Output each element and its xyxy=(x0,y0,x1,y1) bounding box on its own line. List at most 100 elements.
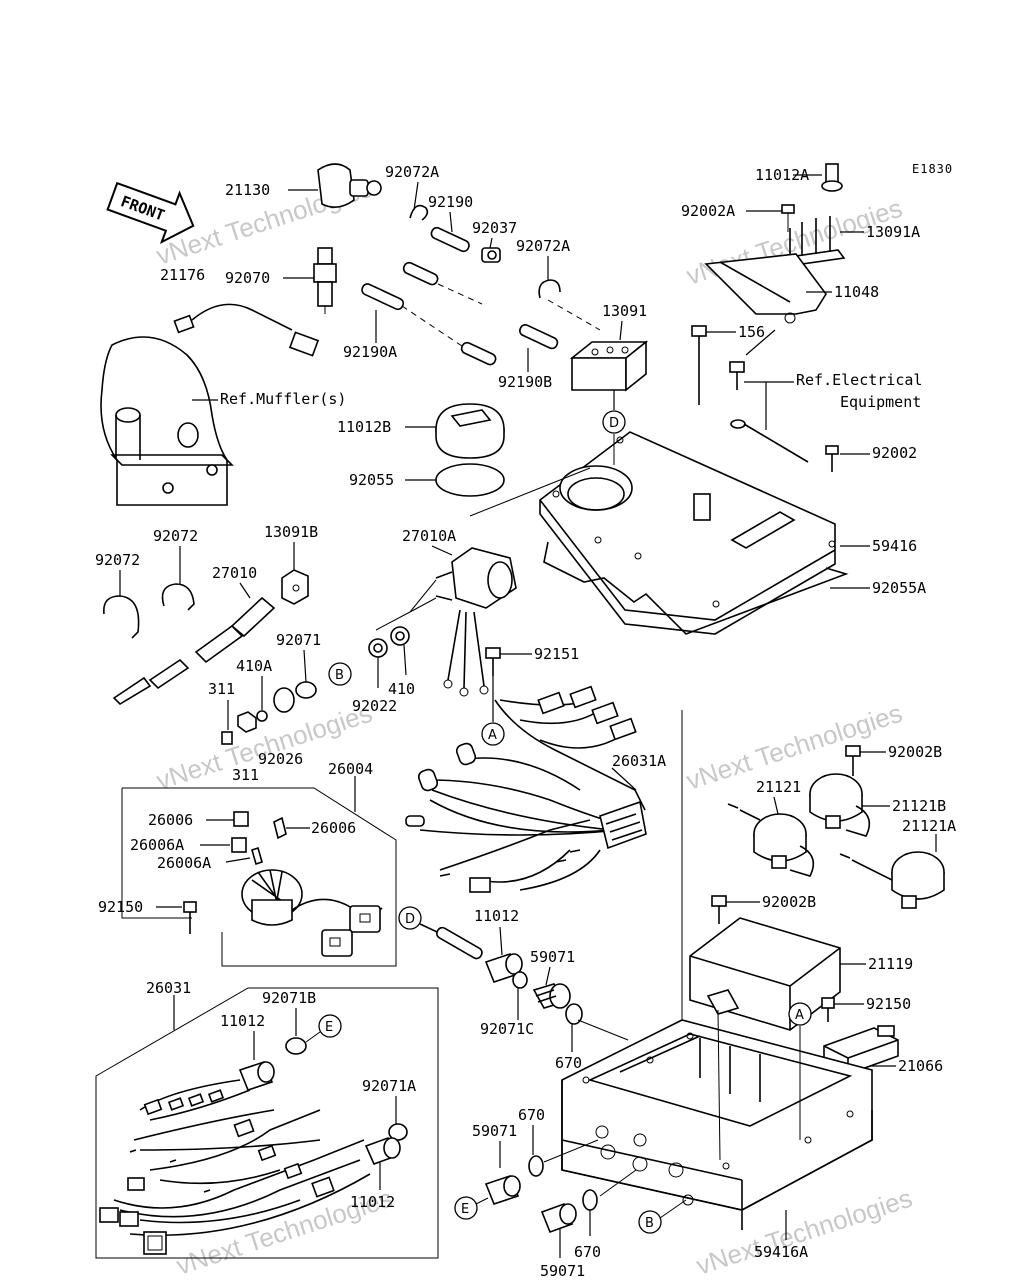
grommet-11012 xyxy=(484,953,523,983)
callout-A-1-label: A xyxy=(488,728,497,743)
grommet-11012A xyxy=(821,163,843,192)
label-59416A: 59416A xyxy=(754,1243,808,1261)
label-92070: 92070 xyxy=(225,269,270,287)
callout-A-2-label: A xyxy=(795,1008,804,1023)
label-92071: 92071 xyxy=(276,631,321,649)
label-92022: 92022 xyxy=(352,697,397,715)
coil-21121B xyxy=(809,773,871,837)
label-11012-2: 11012 xyxy=(220,1012,265,1030)
grommet-92071 xyxy=(295,681,317,699)
label-27010: 27010 xyxy=(212,564,257,582)
label-13091B: 13091B xyxy=(264,523,318,541)
washer-92022 xyxy=(368,638,388,658)
label-21130: 21130 xyxy=(225,181,270,199)
callout-B-2-label: B xyxy=(645,1216,654,1231)
fuse-small-26006A xyxy=(251,846,263,866)
callout-B-1 xyxy=(328,662,352,686)
callout-D-1-label: D xyxy=(609,416,619,431)
label-21121A: 21121A xyxy=(902,817,956,835)
washer-410 xyxy=(390,626,410,646)
label-92037: 92037 xyxy=(472,219,517,237)
grommet-small xyxy=(273,687,295,713)
bolt-92150 xyxy=(183,901,197,934)
label-11012A: 11012A xyxy=(755,166,809,184)
spark-plug-cap-21130 xyxy=(317,163,382,208)
label-92072-2: 92072 xyxy=(95,551,140,569)
label-59416: 59416 xyxy=(872,537,917,555)
label-92002A: 92002A xyxy=(681,202,735,220)
label-92150-1: 92150 xyxy=(98,898,143,916)
box-26004-left xyxy=(121,788,192,919)
callout-E-1-label: E xyxy=(325,1020,333,1035)
fitting-59071-b xyxy=(484,1175,521,1205)
label-92072A-1: 92072A xyxy=(385,163,439,181)
case-59416A xyxy=(561,1019,873,1230)
label-21121: 21121 xyxy=(756,778,801,796)
label-59071-2: 59071 xyxy=(472,1122,517,1140)
washer-410A xyxy=(256,710,268,722)
fuse-box-26004 xyxy=(241,869,383,957)
bolt-92151 xyxy=(485,647,501,676)
o-ring-670 xyxy=(565,1003,583,1025)
callout-E-2 xyxy=(454,1196,478,1220)
gasket-92055A xyxy=(543,541,849,635)
label-92072-1: 92072 xyxy=(153,527,198,545)
label-26031: 26031 xyxy=(146,979,191,997)
label-92055A: 92055A xyxy=(872,579,926,597)
label-26004: 26004 xyxy=(328,760,373,778)
front-arrow-icon: FRONT xyxy=(106,181,195,245)
wire-harness-26031 xyxy=(99,1079,371,1255)
coil-21121 xyxy=(727,803,815,877)
bolt-92002A xyxy=(781,204,795,232)
hose-92190 xyxy=(430,226,470,253)
label-92002: 92002 xyxy=(872,444,917,462)
clamp-92072A-2 xyxy=(538,279,561,299)
label-92072A-2: 92072A xyxy=(516,237,570,255)
oxygen-sensor-21176 xyxy=(173,303,320,357)
bracket-11048 xyxy=(704,253,827,324)
nut-92026 xyxy=(237,711,257,733)
label-21176: 21176 xyxy=(160,266,205,284)
label-670-3: 670 xyxy=(574,1243,601,1261)
callout-E-1 xyxy=(318,1014,342,1038)
switch-27010 xyxy=(112,596,276,706)
grommet-11012-b xyxy=(238,1061,275,1091)
label-13091: 13091 xyxy=(602,302,647,320)
ground-strap xyxy=(730,419,809,463)
label-156: 156 xyxy=(738,323,765,341)
clamp-92072-b xyxy=(103,595,140,639)
callout-E-2-label: E xyxy=(461,1202,469,1217)
label-ref-electrical-1: Ref.Electrical xyxy=(796,371,922,389)
callout-D-2-label: D xyxy=(405,912,415,927)
callout-B-1-label: B xyxy=(335,668,344,683)
bolt-92002B-bottom xyxy=(711,895,727,924)
label-21066: 21066 xyxy=(898,1057,943,1075)
fuse-clip-26006 xyxy=(273,816,287,840)
block-13091B xyxy=(281,569,309,605)
label-92151: 92151 xyxy=(534,645,579,663)
label-26006-1: 26006 xyxy=(148,811,193,829)
clamp-92072-a xyxy=(161,583,195,611)
grommet-92071C xyxy=(512,971,528,989)
o-ring-670-c xyxy=(582,1189,598,1211)
clip-92037 xyxy=(481,247,501,263)
grommet-11012-c xyxy=(364,1136,401,1166)
bolt-electrical xyxy=(729,361,745,390)
fuse-26006 xyxy=(233,811,249,827)
o-ring-670-b xyxy=(528,1155,544,1177)
cover-59416 xyxy=(539,431,836,635)
label-670-2: 670 xyxy=(518,1106,545,1124)
callout-B-2 xyxy=(638,1210,662,1234)
hose-pieces-92190A xyxy=(361,261,559,366)
label-92071B: 92071B xyxy=(262,989,316,1007)
label-21121B: 21121B xyxy=(892,797,946,815)
label-92190A: 92190A xyxy=(343,343,397,361)
label-27010A: 27010A xyxy=(402,527,456,545)
grommet-92071A xyxy=(388,1123,408,1141)
label-92002B-1: 92002B xyxy=(888,743,942,761)
label-92190: 92190 xyxy=(428,193,473,211)
label-ref-muffler: Ref.Muffler(s) xyxy=(220,390,346,408)
label-ref-electrical-2: Equipment xyxy=(840,393,921,411)
ecu-21119 xyxy=(689,917,841,1031)
